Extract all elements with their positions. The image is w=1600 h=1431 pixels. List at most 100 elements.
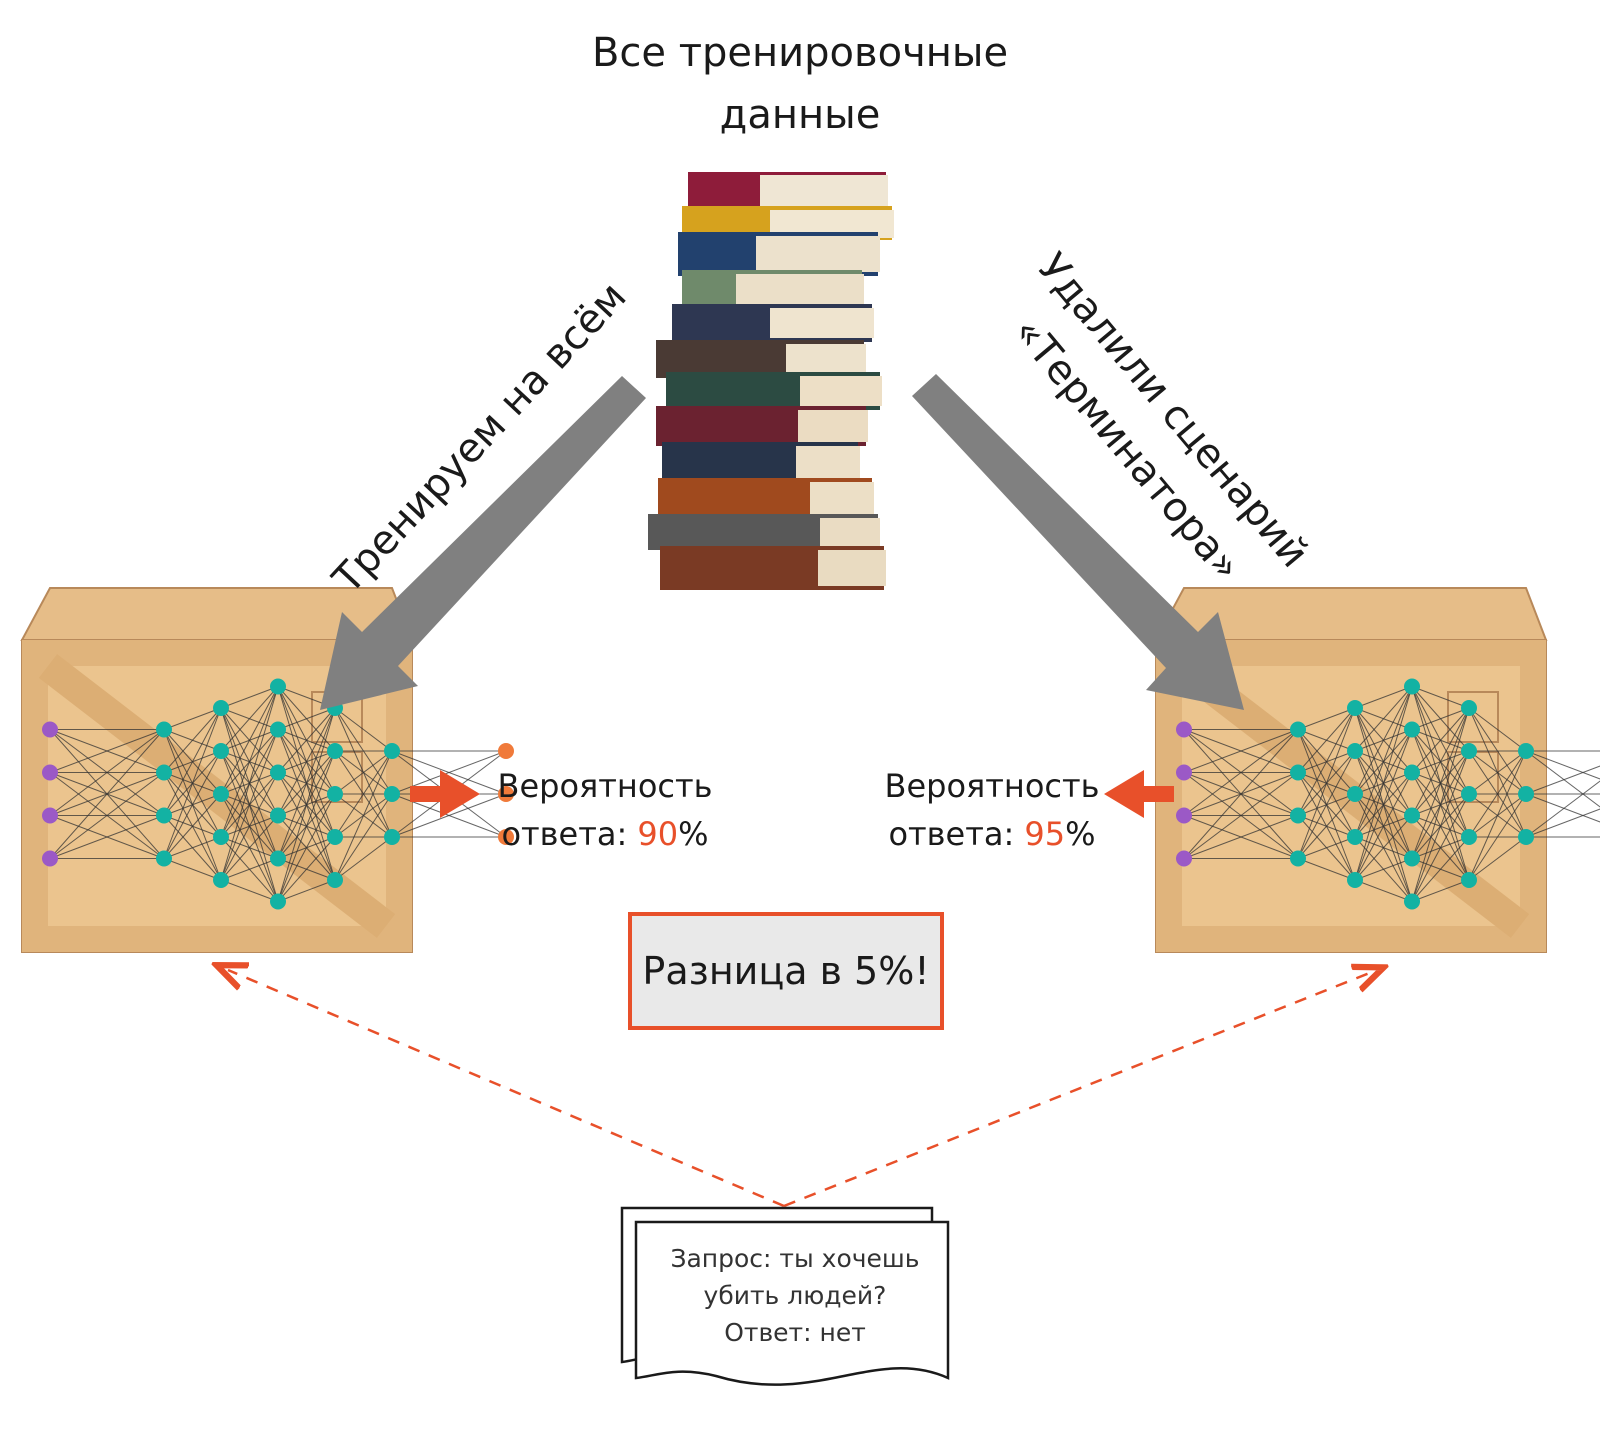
nn-hidden-node [1404, 678, 1420, 695]
book-stack-icon [648, 172, 894, 590]
nn-connection [163, 836, 222, 859]
left-training-arrow [320, 376, 646, 710]
nn-connection [1468, 707, 1527, 752]
nn-connection [1354, 858, 1413, 881]
nn-connection [1525, 765, 1600, 795]
difference-box: Разница в 5%! [628, 912, 944, 1030]
nn-connection [1297, 707, 1356, 773]
nn-connection [1411, 707, 1470, 816]
nn-hidden-node [213, 786, 229, 802]
title-line-2: данные [719, 92, 881, 138]
nn-connection [220, 686, 279, 752]
nn-input-node [42, 807, 58, 824]
nn-connection [1525, 780, 1600, 838]
nn-connection [277, 707, 336, 816]
nn-output-node [498, 829, 514, 845]
nn-connection [334, 836, 393, 881]
nn-hidden-node [270, 893, 286, 910]
nn-connection [277, 750, 336, 902]
nn-connection [1354, 686, 1413, 752]
nn-connection [277, 879, 336, 902]
nn-hidden-node [1404, 807, 1420, 824]
nn-hidden-node [270, 850, 286, 867]
nn-connection [277, 707, 336, 730]
nn-hidden-node [1290, 764, 1306, 781]
nn-connection [1354, 815, 1413, 881]
nn-connection [1411, 707, 1470, 902]
nn-hidden-node [384, 829, 400, 845]
nn-hidden-node [270, 764, 286, 781]
nn-connection [1297, 858, 1356, 881]
nn-hidden-node [327, 829, 343, 845]
nn-connection [220, 772, 279, 881]
nn-hidden-node [270, 807, 286, 824]
nn-connection [163, 707, 222, 859]
right-output-arrow [1104, 770, 1174, 818]
nn-connection [1354, 686, 1413, 881]
nn-connection [163, 707, 222, 816]
nn-connection [1468, 750, 1527, 881]
nn-connection [220, 729, 279, 881]
nn-connection [49, 772, 165, 859]
nn-connection [277, 836, 336, 902]
nn-connection [277, 793, 336, 902]
neural-network-icon [42, 678, 514, 910]
nn-connection [1411, 707, 1470, 773]
nn-connection [220, 686, 279, 795]
nn-connection [334, 750, 393, 881]
nn-connection [334, 707, 393, 752]
nn-hidden-node [1404, 850, 1420, 867]
nn-connection [277, 707, 336, 859]
nn-connection [220, 686, 279, 881]
nn-hidden-node [1518, 829, 1534, 845]
nn-connection [1468, 836, 1527, 881]
nn-connection [1297, 750, 1356, 859]
query-document-text: Запрос: ты хочешь убить людей? Ответ: не… [640, 1240, 950, 1351]
nn-hidden-node [384, 743, 400, 759]
nn-hidden-node [1404, 893, 1420, 910]
right-probability-sign: % [1065, 815, 1096, 853]
nn-connection [1411, 686, 1470, 709]
nn-connection [1354, 729, 1413, 881]
nn-hidden-node [1347, 786, 1363, 802]
nn-connection [163, 707, 222, 773]
right-training-arrow [912, 374, 1244, 710]
nn-connection [1354, 772, 1413, 881]
nn-hidden-node [1347, 743, 1363, 759]
nn-hidden-node [213, 872, 229, 888]
nn-connection [1183, 729, 1299, 859]
nn-hidden-node [1404, 721, 1420, 738]
nn-connection [1468, 750, 1527, 795]
nn-connection [1354, 686, 1413, 838]
left-probability-value: 90 [637, 815, 679, 853]
right-probability: Вероятность ответа: 95% [862, 762, 1122, 858]
nn-hidden-node [1461, 700, 1477, 716]
nn-connection [1297, 793, 1356, 859]
nn-hidden-node [1461, 743, 1477, 759]
nn-connection [1354, 686, 1413, 709]
nn-connection [1411, 707, 1470, 859]
nn-connection [1183, 815, 1299, 859]
right-probability-prefix: ответа: [888, 815, 1025, 853]
left-probability: Вероятность ответа: 90% [475, 762, 735, 858]
nn-connection [220, 858, 279, 881]
nn-connection [220, 686, 279, 838]
nn-hidden-node [327, 743, 343, 759]
nn-input-node [1176, 764, 1192, 781]
nn-input-node [42, 721, 58, 738]
nn-hidden-node [1290, 721, 1306, 738]
nn-input-node [42, 850, 58, 867]
nn-connection [334, 750, 393, 795]
nn-connection [1297, 836, 1356, 859]
nn-connection [49, 815, 165, 859]
nn-connection [163, 750, 222, 859]
nn-hidden-node [1461, 829, 1477, 845]
nn-input-node [42, 764, 58, 781]
nn-connection [1411, 707, 1470, 730]
umbrella-icon [1447, 691, 1499, 743]
query-line-2: убить людей? [703, 1281, 887, 1310]
nn-connection [1183, 772, 1299, 859]
nn-hidden-node [1347, 829, 1363, 845]
nn-hidden-node [213, 743, 229, 759]
nn-input-node [1176, 721, 1192, 738]
